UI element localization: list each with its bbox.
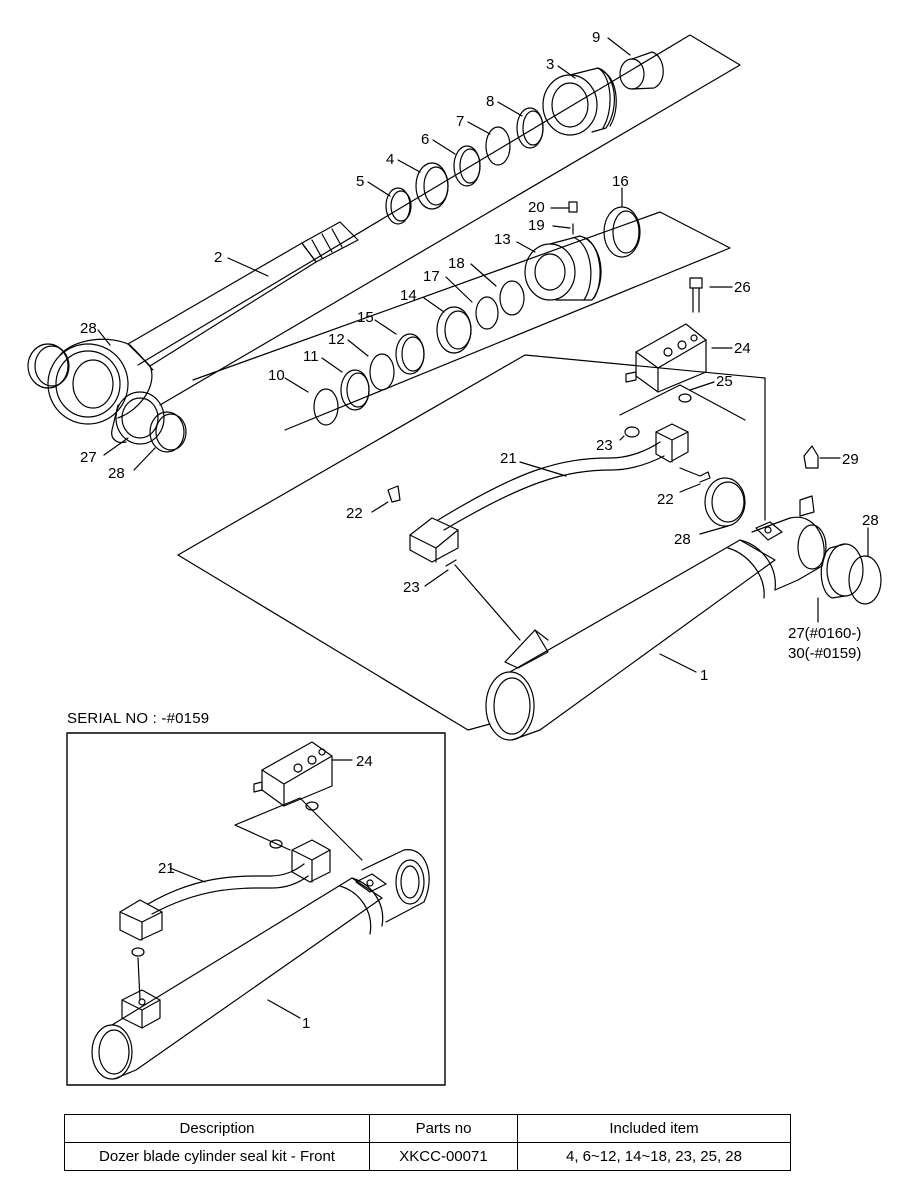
bushing-27 (111, 391, 165, 445)
ring-10 (313, 388, 339, 426)
label-1: 1 (700, 667, 708, 684)
inset-label-24: 24 (356, 753, 373, 770)
ring-5 (385, 187, 411, 225)
part-labels: 9 3 8 7 6 4 5 2 28 27 28 16 20 19 13 18 … (80, 29, 879, 1032)
piston-rod (47, 221, 359, 425)
grease-nipple-29 (803, 445, 819, 469)
label-22-b: 22 (346, 505, 363, 522)
table-header-row: Description Parts no Included item (64, 1114, 791, 1143)
ring-12 (369, 353, 395, 391)
label-27-a: 27 (80, 449, 97, 466)
bushing-9 (619, 51, 664, 90)
inset-oring-left (269, 839, 283, 849)
label-17: 17 (423, 268, 440, 285)
inset-guide-lines (234, 797, 363, 861)
label-28-a: 28 (80, 320, 97, 337)
oring-25 (678, 393, 692, 403)
header-included-item: Included item (517, 1114, 791, 1143)
label-5: 5 (356, 173, 364, 190)
ring-18 (499, 280, 525, 316)
label-26: 26 (734, 279, 751, 296)
label-27-serial: 27(#0160-) (788, 625, 861, 642)
ring-7 (485, 126, 511, 166)
valve-block-24 (625, 323, 707, 393)
seal-kit-table: Description Parts no Included item Dozer… (64, 1114, 791, 1171)
exploded-parts-diagram: 9 3 8 7 6 4 5 2 28 27 28 16 20 19 13 18 … (27, 29, 882, 1086)
label-2: 2 (214, 249, 222, 266)
label-7: 7 (456, 113, 464, 130)
label-14: 14 (400, 287, 417, 304)
frame-cylinder-lower (177, 554, 491, 731)
label-8: 8 (486, 93, 494, 110)
header-description: Description (64, 1114, 370, 1143)
label-28-c: 28 (674, 531, 691, 548)
ring-14 (436, 306, 472, 354)
label-10: 10 (268, 367, 285, 384)
inset-cylinder (91, 849, 430, 1080)
inset-oring-lower (131, 947, 145, 957)
ring-17 (475, 296, 499, 330)
label-9: 9 (592, 29, 600, 46)
label-23-b: 23 (403, 579, 420, 596)
label-3: 3 (546, 56, 554, 73)
label-22-a: 22 (657, 491, 674, 508)
label-19: 19 (528, 217, 545, 234)
inset-label-21: 21 (158, 860, 175, 877)
cell-parts-no: XKCC-00071 (369, 1142, 518, 1171)
cylinder-tube-1 (485, 495, 827, 741)
set-screw-20 (568, 201, 578, 213)
oring-28-c (704, 477, 746, 527)
frame-oring (619, 384, 746, 421)
oring-23-lower (445, 559, 457, 567)
label-25: 25 (716, 373, 733, 390)
frame-upper (137, 34, 741, 406)
label-23-a: 23 (596, 437, 613, 454)
label-6: 6 (421, 131, 429, 148)
label-28-b: 28 (108, 465, 125, 482)
oring-28-b (149, 411, 185, 453)
table-row: Dozer blade cylinder seal kit - Front XK… (64, 1142, 791, 1171)
inset-label-1: 1 (302, 1015, 310, 1032)
oring-23-upper (624, 426, 640, 438)
cell-included-item: 4, 6~12, 14~18, 23, 25, 28 (517, 1142, 791, 1171)
wear-ring-16 (603, 206, 641, 258)
serial-number-note: SERIAL NO : -#0159 (67, 710, 210, 727)
label-16: 16 (612, 173, 629, 190)
inset-pipe (119, 839, 331, 941)
inset-valve-block (253, 741, 333, 807)
bolt-22-left (387, 485, 401, 503)
oring-28-a (27, 343, 69, 389)
header-parts-no: Parts no (369, 1114, 518, 1143)
label-18: 18 (448, 255, 465, 272)
frame-cylinder (177, 354, 766, 556)
label-4: 4 (386, 151, 394, 168)
label-24: 24 (734, 340, 751, 357)
label-29: 29 (842, 451, 859, 468)
frame-middle (192, 211, 731, 431)
label-30-serial: 30(-#0159) (788, 645, 861, 662)
label-12: 12 (328, 331, 345, 348)
bushing-27-30 (820, 543, 864, 599)
bolt-22-right (679, 467, 711, 483)
label-20: 20 (528, 199, 545, 216)
oring-28-d (848, 555, 882, 605)
pipe-21 (409, 423, 689, 563)
label-21-a: 21 (500, 450, 517, 467)
label-28-d: 28 (862, 512, 879, 529)
label-13: 13 (494, 231, 511, 248)
label-15: 15 (357, 309, 374, 326)
label-11: 11 (303, 348, 319, 365)
cell-description: Dozer blade cylinder seal kit - Front (64, 1142, 370, 1171)
bolt-26 (689, 277, 703, 313)
piston-13 (524, 235, 602, 301)
inset-frame (66, 732, 446, 1086)
